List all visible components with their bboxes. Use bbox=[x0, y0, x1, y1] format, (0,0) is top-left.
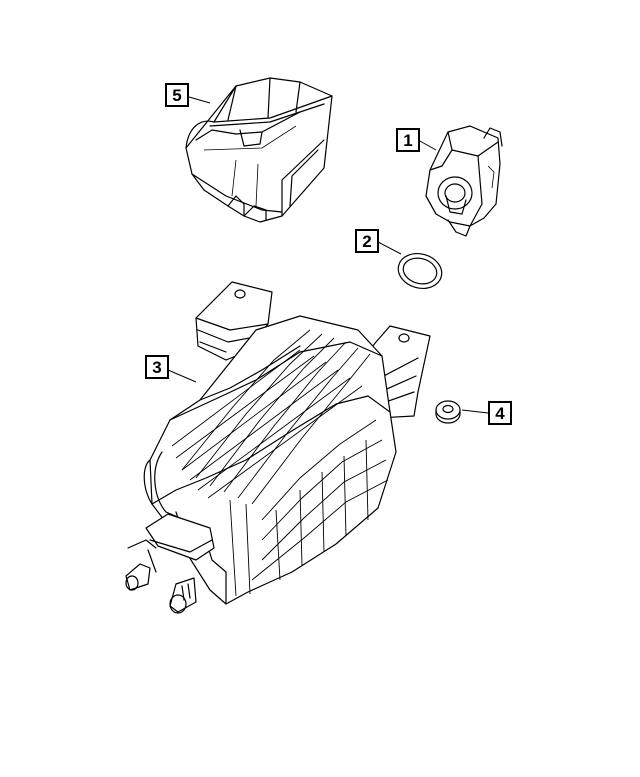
callout-2: 2 bbox=[355, 229, 402, 255]
callout-1: 1 bbox=[396, 128, 437, 152]
callout-3: 3 bbox=[145, 355, 197, 383]
part-1-valve bbox=[425, 125, 503, 237]
part-2-o-ring bbox=[397, 253, 443, 289]
part-4-nut bbox=[435, 400, 461, 424]
svg-text:4: 4 bbox=[495, 404, 505, 423]
svg-text:5: 5 bbox=[172, 86, 181, 105]
canister-side-grid bbox=[229, 419, 389, 597]
svg-text:2: 2 bbox=[362, 232, 371, 251]
part-5-shield bbox=[185, 77, 333, 223]
svg-text:3: 3 bbox=[152, 358, 161, 377]
callout-5: 5 bbox=[165, 83, 211, 107]
canister-rib-grid bbox=[171, 329, 371, 505]
callout-4: 4 bbox=[461, 401, 512, 425]
part-3-canister bbox=[125, 281, 431, 614]
svg-text:1: 1 bbox=[403, 131, 412, 150]
